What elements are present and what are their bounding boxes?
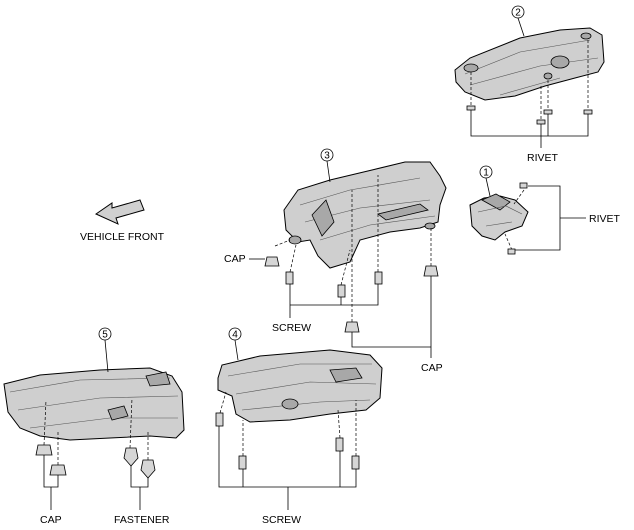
fastener-label: FASTENER xyxy=(114,514,170,526)
heat-insulator-part-4: 4 xyxy=(217,327,383,423)
fastener-icon xyxy=(123,447,139,467)
vehicle-front-label: VEHICLE FRONT xyxy=(80,231,165,243)
part-5-fasteners: CAP FASTENER xyxy=(35,397,170,526)
rivets-right-group: RIVET xyxy=(504,182,621,255)
heat-insulator-part-5: 5 xyxy=(3,327,185,441)
rivet-icon xyxy=(519,182,528,189)
screw-icon xyxy=(374,271,383,285)
rivet-icon xyxy=(536,119,546,130)
screw-icon xyxy=(238,455,247,470)
heat-insulator-part-2: 2 xyxy=(454,5,605,101)
part-number-5: 5 xyxy=(102,330,108,341)
part-3-fasteners: CAP SCREW CAP xyxy=(224,175,443,374)
part-number-4: 4 xyxy=(232,330,238,341)
part-4-fasteners: SCREW xyxy=(215,391,360,526)
cap-icon xyxy=(344,321,360,333)
rivet-icon xyxy=(543,109,553,120)
cap-right-label: CAP xyxy=(421,362,443,374)
rivet-icon xyxy=(466,105,476,116)
rivet-icon xyxy=(583,109,593,120)
part-number-1: 1 xyxy=(483,168,489,179)
bracket-part-1: 1 xyxy=(469,165,529,241)
part-number-3: 3 xyxy=(324,151,330,162)
screw-icon xyxy=(337,284,346,298)
vehicle-front-arrow-icon xyxy=(94,199,145,225)
cap-icon xyxy=(49,464,67,476)
vehicle-front-indicator: VEHICLE FRONT xyxy=(80,199,165,243)
cap-bottom-label: CAP xyxy=(40,514,62,526)
cap-icon xyxy=(264,256,280,267)
cap-mid-label: CAP xyxy=(224,253,246,265)
screw-icon xyxy=(335,437,344,452)
rivet-top-label: RIVET xyxy=(527,152,559,164)
screw-mid-label: SCREW xyxy=(272,322,311,334)
screw-icon xyxy=(215,412,224,427)
rivet-icon xyxy=(507,248,516,255)
fastener-icon xyxy=(140,459,156,479)
rivet-right-label: RIVET xyxy=(589,213,621,225)
heat-insulator-part-3: 3 xyxy=(283,148,447,269)
screw-icon xyxy=(285,271,294,285)
cap-icon xyxy=(423,265,439,277)
part-number-2: 2 xyxy=(515,8,521,19)
rivets-top-group: RIVET xyxy=(466,40,593,164)
screw-bottom-label: SCREW xyxy=(262,514,301,526)
screw-icon xyxy=(351,455,360,470)
cap-icon xyxy=(35,444,53,456)
